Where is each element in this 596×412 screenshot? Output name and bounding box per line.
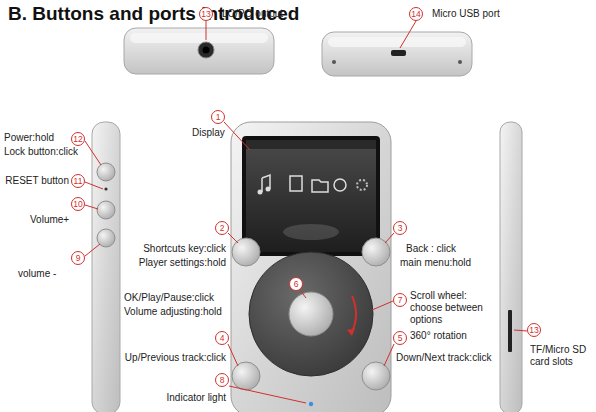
part-label: Scroll wheel: choose between options [410, 290, 494, 326]
callout-number: 11 [71, 174, 85, 188]
part-label: Indicator light [167, 392, 226, 404]
callout-number: 13 [527, 323, 541, 337]
callout-number: 13 [199, 7, 213, 21]
callout-number: 8 [215, 373, 229, 387]
callout-number: 9 [71, 251, 85, 265]
callout-number: 4 [215, 331, 229, 345]
callout-number: 14 [409, 7, 423, 21]
part-label: 360° rotation [410, 330, 467, 342]
part-label: Shortcuts key:click [143, 243, 226, 255]
callout-number: 12 [71, 132, 85, 146]
callout-number: 2 [215, 221, 229, 235]
part-label: Volume adjusting:hold [124, 306, 222, 318]
part-label: Display [192, 127, 225, 139]
callout-number: 3 [393, 221, 407, 235]
callout-number: 7 [393, 293, 407, 307]
callout-number: 5 [393, 331, 407, 345]
part-label: volume - [18, 268, 56, 280]
part-label: Down/Next track:click [396, 352, 492, 364]
callout-number: 6 [289, 277, 303, 291]
callout-number: 10 [71, 197, 85, 211]
part-label: TF/Micro SD card slots [530, 344, 592, 368]
part-label: RESET button [5, 175, 69, 187]
part-label: OK/Play/Pause:click [124, 292, 214, 304]
part-label: Player settings:hold [139, 257, 226, 269]
part-label: Lock button:click [4, 146, 78, 158]
part-label: Back : click [406, 243, 456, 255]
part-label: Power:hold [4, 132, 54, 144]
part-label: Up/Previous track:click [125, 352, 226, 364]
part-label: LO/PO output [222, 8, 283, 20]
callout-number: 1 [211, 110, 225, 124]
part-label: main menu:hold [400, 257, 471, 269]
part-label: Micro USB port [432, 8, 500, 20]
part-label: Volume+ [30, 214, 69, 226]
